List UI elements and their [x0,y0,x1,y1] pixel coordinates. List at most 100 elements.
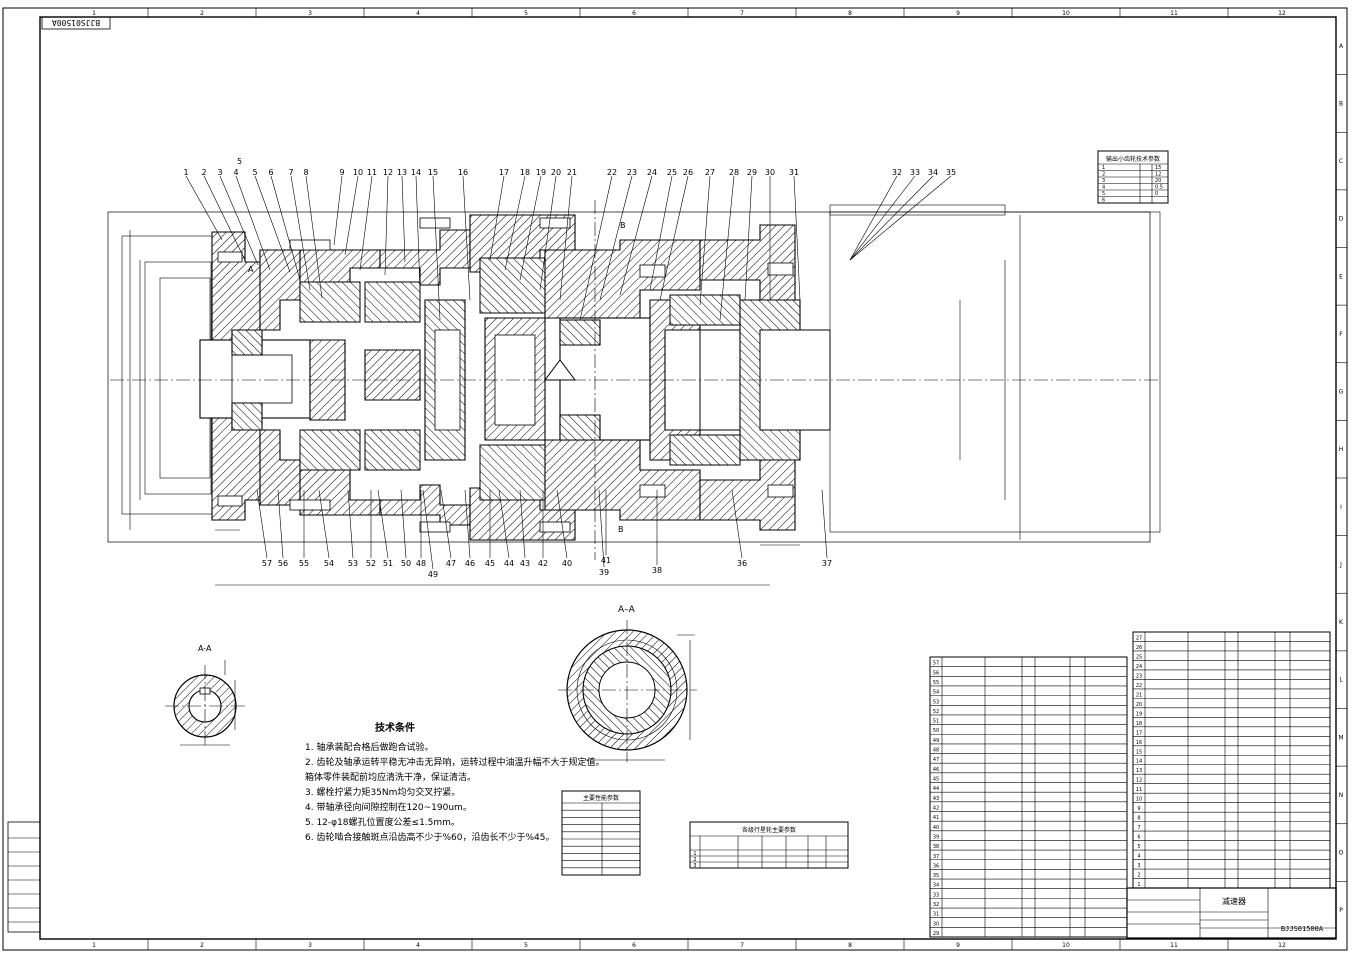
grid-col-bottom: 7 [740,942,744,949]
part-number-top: 32 [892,168,902,177]
bom-row-number: 11 [1136,787,1142,793]
gear-table-title: 各级行星轮主要参数 [742,826,796,834]
grid-col-top: 9 [956,10,960,17]
part-number-top: 7 [288,168,293,177]
grid-row-right: O [1339,850,1344,857]
grid-col-bottom: 3 [308,942,312,949]
bom-row-number: 17 [1136,730,1142,736]
bom-row-number: 22 [1136,683,1142,689]
part-number-top: 2 [201,168,206,177]
outer-border [2,7,1348,951]
top-param-index: 4 [1102,185,1105,191]
bom-row-number: 39 [933,834,939,840]
bom-row-number: 15 [1136,749,1142,755]
part-number-top: 33 [910,168,920,177]
part-number-top: 11 [367,168,377,177]
grid-col-bottom: 6 [632,942,636,949]
part-number-top: 17 [499,168,509,177]
bom-row-number: 30 [933,921,939,927]
grid-col-bottom: 1 [92,942,96,949]
bom-row-number: 13 [1136,768,1142,774]
grid-col-top: 11 [1170,10,1178,17]
technical-notes: 技术条件 1. 轴承装配合格后做跑合试验。2. 齿轮及轴承运转平稳无冲击无异响，… [305,721,604,843]
section-letter-b-bottom: B [618,525,624,534]
bom-row-number: 35 [933,873,939,879]
part-number-bottom: 55 [299,559,309,568]
part-number-bottom: 47 [446,559,456,568]
grid-col-bottom: 10 [1062,942,1070,949]
bom-row-number: 8 [1137,816,1140,822]
part-number-bottom: 37 [822,559,832,568]
grid-row-right: G [1339,389,1344,396]
top-param-value: 20 [1155,178,1161,184]
part-number-bottom: 54 [324,559,334,568]
part-number-bottom: 41 [601,556,611,565]
grid-row-right: I [1340,504,1342,511]
grid-row-right: H [1339,446,1344,453]
part-number-top: 24 [647,168,657,177]
part-number-bottom: 36 [737,559,747,568]
part-number-top: 3 [217,168,222,177]
bom-row-number: 45 [933,777,939,783]
grid-col-top: 10 [1062,10,1070,17]
grid-col-top: 12 [1278,10,1286,17]
code-box [41,16,111,30]
grid-row-right: J [1339,561,1342,568]
bom-row-number: 36 [933,863,939,869]
part-number-bottom: 52 [366,559,376,568]
bom-row-number: 12 [1136,778,1142,784]
grid-col-bottom: 4 [416,942,420,949]
note-line: 3. 螺栓拧紧力矩35Nm均匀交叉拧紧。 [305,786,460,798]
section-letter-a: A [248,265,254,274]
part-number-bottom: 57 [262,559,272,568]
part-number-top: 31 [789,168,799,177]
grid-col-bottom: 11 [1170,942,1178,949]
part-number-bottom: 38 [652,566,662,575]
grid-row-right: B [1339,100,1343,107]
grid-col-bottom: 12 [1278,942,1286,949]
part-number-bottom: 49 [428,570,438,579]
bom-row-number: 3 [1137,863,1140,869]
drawing-code-top: BJJS01500A [52,18,100,27]
grid-row-right: P [1339,907,1343,914]
bom-row-number: 6 [1137,835,1140,841]
grid-row-right: E [1339,273,1343,280]
part-number-top: 27 [705,168,715,177]
grid-row-right: M [1338,734,1343,741]
bom-row-number: 56 [933,670,939,676]
bom-row-number: 42 [933,805,939,811]
bom-row-number: 57 [933,661,939,667]
bom-row-number: 9 [1137,806,1140,812]
top-param-value: 0.5 [1155,185,1163,191]
gear-table-cell: 3 [693,863,696,869]
small-section-title: A-A [198,644,212,653]
bom-row-number: 41 [933,815,939,821]
gear-param-table: 各级行星轮主要参数 123 [689,821,849,869]
gear-table-cell: 1 [693,851,696,857]
part-number-bottom: 42 [538,559,548,568]
part-number-top: 29 [747,168,757,177]
bom-row-number: 51 [933,719,939,725]
part-number-top: 30 [765,168,775,177]
note-line: 2. 齿轮及轴承运转平稳无冲击无异响，运转过程中油温升幅不大于规定值。 [305,756,604,768]
note-line: 1. 轴承装配合格后做跑合试验。 [305,741,433,753]
grid-col-bottom: 9 [956,942,960,949]
bom-row-number: 33 [933,892,939,898]
part-number-top: 22 [607,168,617,177]
part-number-bottom: 46 [465,559,475,568]
grid-col-top: 4 [416,10,420,17]
large-section-aa: A–A [558,605,697,762]
bom-row-number: 38 [933,844,939,850]
grid-row-right: N [1339,792,1344,799]
grid-row-right: A [1339,43,1344,50]
part-number-bottom: 40 [562,559,572,568]
gear-table-cell: 2 [693,857,696,863]
part-number-top: 18 [520,168,530,177]
top-param-value: 0 [1155,191,1158,197]
bom-row-number: 32 [933,902,939,908]
bom-row-number: 44 [933,786,939,792]
bom-row-number: 40 [933,825,939,831]
